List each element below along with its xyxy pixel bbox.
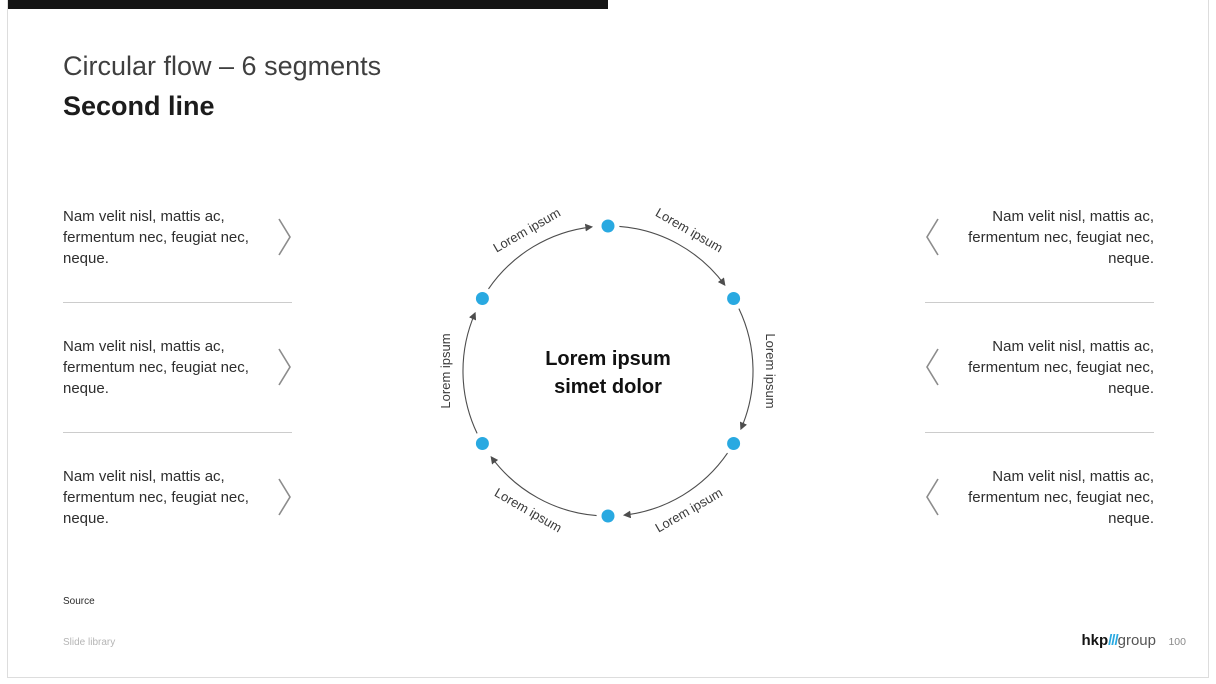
item-line: fermentum nec, feugiat nec,	[968, 358, 1154, 376]
flow-dot	[475, 437, 489, 450]
item-line: Nam velit nisl, mattis ac,	[63, 207, 225, 225]
divider	[925, 302, 1154, 303]
flow-dot	[475, 292, 489, 305]
chevron-left-icon	[926, 348, 939, 386]
flow-dot	[727, 292, 741, 305]
segment-label: Lorem ipsum	[763, 333, 778, 408]
flow-arc	[490, 456, 597, 517]
flow-arc	[738, 308, 754, 431]
item-line: neque.	[1108, 249, 1154, 267]
item-text: Nam velit nisl, mattis ac, fermentum nec…	[63, 336, 249, 399]
chevron-right-icon	[278, 218, 291, 256]
item-text: Nam velit nisl, mattis ac, fermentum nec…	[968, 206, 1154, 269]
hkp-group-logo: hkp///group	[1081, 632, 1156, 649]
logo-hkp-text: hkp	[1081, 632, 1109, 649]
left-text-column: Nam velit nisl, mattis ac, fermentum nec…	[63, 205, 292, 529]
title-line2: Second line	[63, 91, 215, 121]
list-item: Nam velit nisl, mattis ac, fermentum nec…	[63, 335, 292, 399]
flow-arc	[619, 225, 726, 286]
item-line: Nam velit nisl, mattis ac,	[992, 207, 1154, 225]
item-line: neque.	[1108, 509, 1154, 527]
circular-flow-diagram: Lorem ipsum Lorem ipsum Lorem ipsum Lore…	[438, 205, 778, 536]
item-line: neque.	[1108, 379, 1154, 397]
chevron-left-icon	[926, 478, 939, 516]
list-item: Nam velit nisl, mattis ac, fermentum nec…	[63, 465, 292, 529]
flow-dot	[727, 437, 741, 450]
center-label-line1: Lorem ipsum	[545, 348, 671, 370]
item-line: fermentum nec, feugiat nec,	[968, 228, 1154, 246]
item-line: fermentum nec, feugiat nec,	[63, 358, 249, 376]
item-line: fermentum nec, feugiat nec,	[968, 488, 1154, 506]
chevron-right-icon	[278, 348, 291, 386]
right-text-column: Nam velit nisl, mattis ac, fermentum nec…	[925, 205, 1154, 529]
segment-label: Lorem ipsum	[653, 205, 726, 256]
item-text: Nam velit nisl, mattis ac, fermentum nec…	[968, 466, 1154, 529]
list-item: Nam velit nisl, mattis ac, fermentum nec…	[63, 205, 292, 269]
item-line: neque.	[63, 509, 109, 527]
item-line: Nam velit nisl, mattis ac,	[63, 467, 225, 485]
flow-arc	[488, 223, 594, 290]
item-line: fermentum nec, feugiat nec,	[63, 228, 249, 246]
center-label-line2: simet dolor	[554, 376, 662, 398]
item-line: neque.	[63, 249, 109, 267]
segment-label: Lorem ipsum	[438, 333, 453, 408]
logo-group-text: group	[1117, 632, 1156, 649]
item-line: neque.	[63, 379, 109, 397]
item-line: Nam velit nisl, mattis ac,	[992, 467, 1154, 485]
item-text: Nam velit nisl, mattis ac, fermentum nec…	[63, 466, 249, 529]
item-text: Nam velit nisl, mattis ac, fermentum nec…	[968, 336, 1154, 399]
flow-arc	[622, 452, 728, 519]
list-item: Nam velit nisl, mattis ac, fermentum nec…	[925, 465, 1154, 529]
title-line1: Circular flow – 6 segments	[63, 51, 382, 81]
item-text: Nam velit nisl, mattis ac, fermentum nec…	[63, 206, 249, 269]
page-number: 100	[1168, 636, 1186, 648]
divider	[925, 432, 1154, 433]
chevron-right-icon	[278, 478, 291, 516]
chevron-left-icon	[926, 218, 939, 256]
segment-label: Lorem ipsum	[652, 485, 725, 536]
logo-slashes: ///	[1108, 632, 1118, 649]
segment-label: Lorem ipsum	[490, 205, 563, 256]
item-line: fermentum nec, feugiat nec,	[63, 488, 249, 506]
flow-dot	[601, 509, 615, 523]
divider	[63, 302, 292, 303]
item-line: Nam velit nisl, mattis ac,	[992, 337, 1154, 355]
list-item: Nam velit nisl, mattis ac, fermentum nec…	[925, 335, 1154, 399]
source-label: Source	[63, 596, 95, 607]
item-line: Nam velit nisl, mattis ac,	[63, 337, 225, 355]
top-accent-bar	[8, 0, 608, 9]
flow-dot	[601, 219, 615, 233]
flow-arc	[462, 311, 478, 434]
list-item: Nam velit nisl, mattis ac, fermentum nec…	[925, 205, 1154, 269]
divider	[63, 432, 292, 433]
slide-title: Circular flow – 6 segments Second line	[63, 46, 381, 126]
slide-library-label: Slide library	[63, 637, 116, 648]
